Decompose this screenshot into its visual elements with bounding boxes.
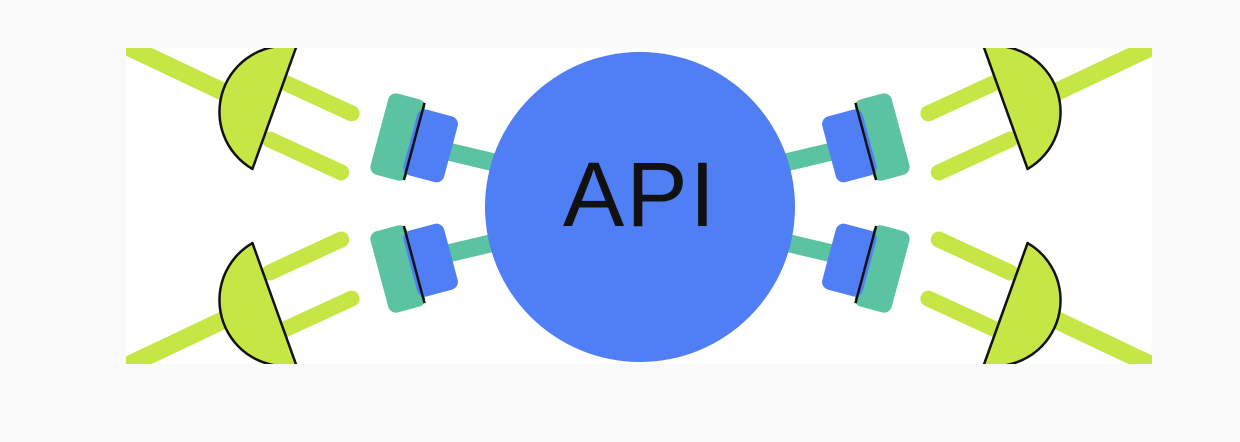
plug-bottom-right (919, 228, 1240, 409)
socket-top-left (367, 90, 464, 194)
api-hub-circle (485, 52, 795, 362)
socket-bottom-right (816, 212, 913, 316)
plug-bottom-left (28, 228, 361, 409)
socket-bottom-left (367, 212, 464, 316)
socket-top-right (816, 90, 913, 194)
plug-top-right (919, 3, 1240, 184)
plug-top-left (28, 3, 361, 184)
api-label: API (562, 144, 718, 246)
